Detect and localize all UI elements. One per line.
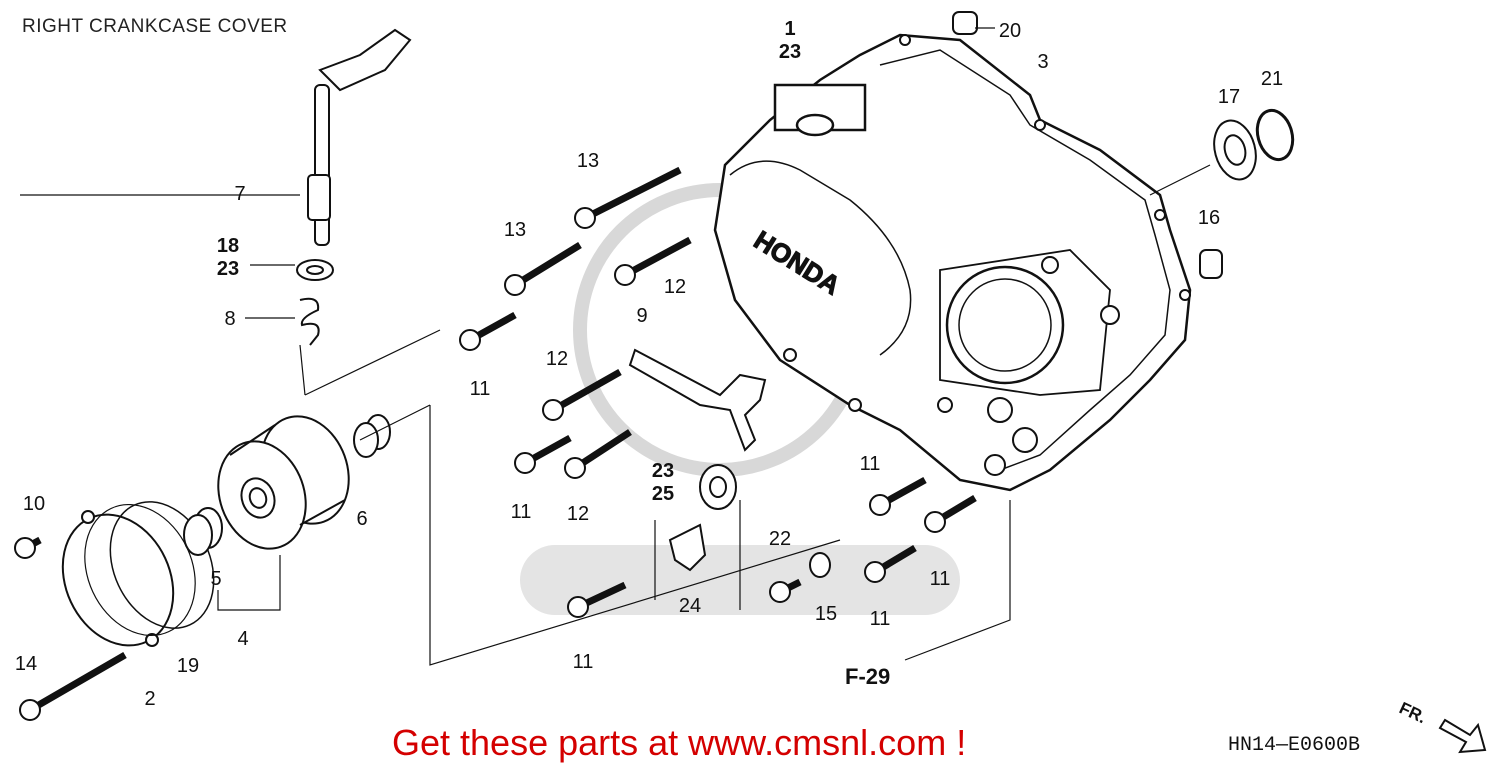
- callout-13a: 13: [577, 150, 599, 172]
- bolt-head: [769, 581, 791, 603]
- bolt-shank: [28, 651, 127, 714]
- callout-17: 17: [1218, 86, 1240, 108]
- callout-4: 4: [237, 628, 248, 650]
- diagram-code: HN14—E0600B: [1228, 734, 1361, 757]
- bolt-shank: [623, 236, 692, 279]
- spring-5: [183, 507, 223, 556]
- bolt-head: [514, 452, 536, 474]
- bolt-head: [504, 274, 526, 296]
- callout-14: 14: [15, 653, 37, 675]
- callout-8: 8: [224, 308, 235, 330]
- callout-5: 5: [210, 568, 221, 590]
- bolt-head: [614, 264, 636, 286]
- bolt-shank: [583, 166, 682, 222]
- callout-11f: 11: [870, 608, 891, 630]
- callout-6: 6: [356, 508, 367, 530]
- page-title: RIGHT CRANKCASE COVER: [22, 16, 288, 37]
- oil-filter: [217, 415, 350, 550]
- bolt-head: [14, 537, 36, 559]
- callout-12a: 12: [664, 276, 686, 298]
- bolt-head: [869, 494, 891, 516]
- callout-11d: 11: [573, 651, 594, 673]
- promo-text[interactable]: Get these parts at www.cmsnl.com !: [392, 722, 967, 763]
- oil-seal: [296, 259, 334, 281]
- bolt-head: [567, 596, 589, 618]
- callout-10: 10: [23, 493, 45, 515]
- callout-11a: 11: [470, 378, 491, 400]
- callout-21: 21: [1261, 68, 1283, 90]
- callout-15: 15: [815, 603, 837, 625]
- callout-11e: 11: [930, 568, 951, 590]
- guide-lines: [20, 27, 1211, 666]
- callout-13b: 13: [504, 219, 526, 241]
- front-direction-label: FR.: [1396, 698, 1429, 727]
- dowel-pin: [952, 11, 1223, 279]
- callout-3: 3: [1037, 51, 1048, 73]
- callout-7: 7: [234, 183, 245, 205]
- bolt-head: [574, 207, 596, 229]
- callout-2: 2: [144, 688, 155, 710]
- bolt-head: [459, 329, 481, 351]
- callout-16: 16: [1198, 207, 1220, 229]
- torsion-spring: [299, 297, 320, 346]
- callout-12c: 12: [567, 503, 589, 525]
- snap-ring: [1255, 108, 1295, 162]
- oil-pipe-bracket: [628, 348, 767, 452]
- callout-9: 9: [636, 305, 647, 327]
- bolt-head: [19, 699, 41, 721]
- bolt-shank: [551, 368, 622, 414]
- bolt-head: [564, 457, 586, 479]
- bearing: [1213, 119, 1257, 181]
- front-direction-arrow: [1438, 718, 1487, 754]
- crankcase-cover: HONDA: [713, 33, 1192, 492]
- bolt-group: [14, 166, 977, 721]
- reference-label: F-29: [845, 664, 890, 689]
- bolt-head: [542, 399, 564, 421]
- oil-filter-cover: [61, 503, 196, 647]
- spring-6: [353, 414, 391, 458]
- decompressor-lever: [307, 28, 412, 246]
- rubber-cap: [699, 464, 737, 510]
- bolt-head: [864, 561, 886, 583]
- callout-12b: 12: [546, 348, 568, 370]
- bolt-head: [924, 511, 946, 533]
- clip: [668, 523, 707, 572]
- washer-15: [809, 552, 831, 578]
- bolt-shank: [513, 242, 582, 288]
- callout-19: 19: [177, 655, 199, 677]
- callout-24: 24: [679, 595, 701, 617]
- callout-11b: 11: [511, 501, 532, 523]
- callout-20: 20: [999, 20, 1021, 42]
- callout-11c: 11: [860, 453, 881, 475]
- callout-22: 22: [769, 528, 791, 550]
